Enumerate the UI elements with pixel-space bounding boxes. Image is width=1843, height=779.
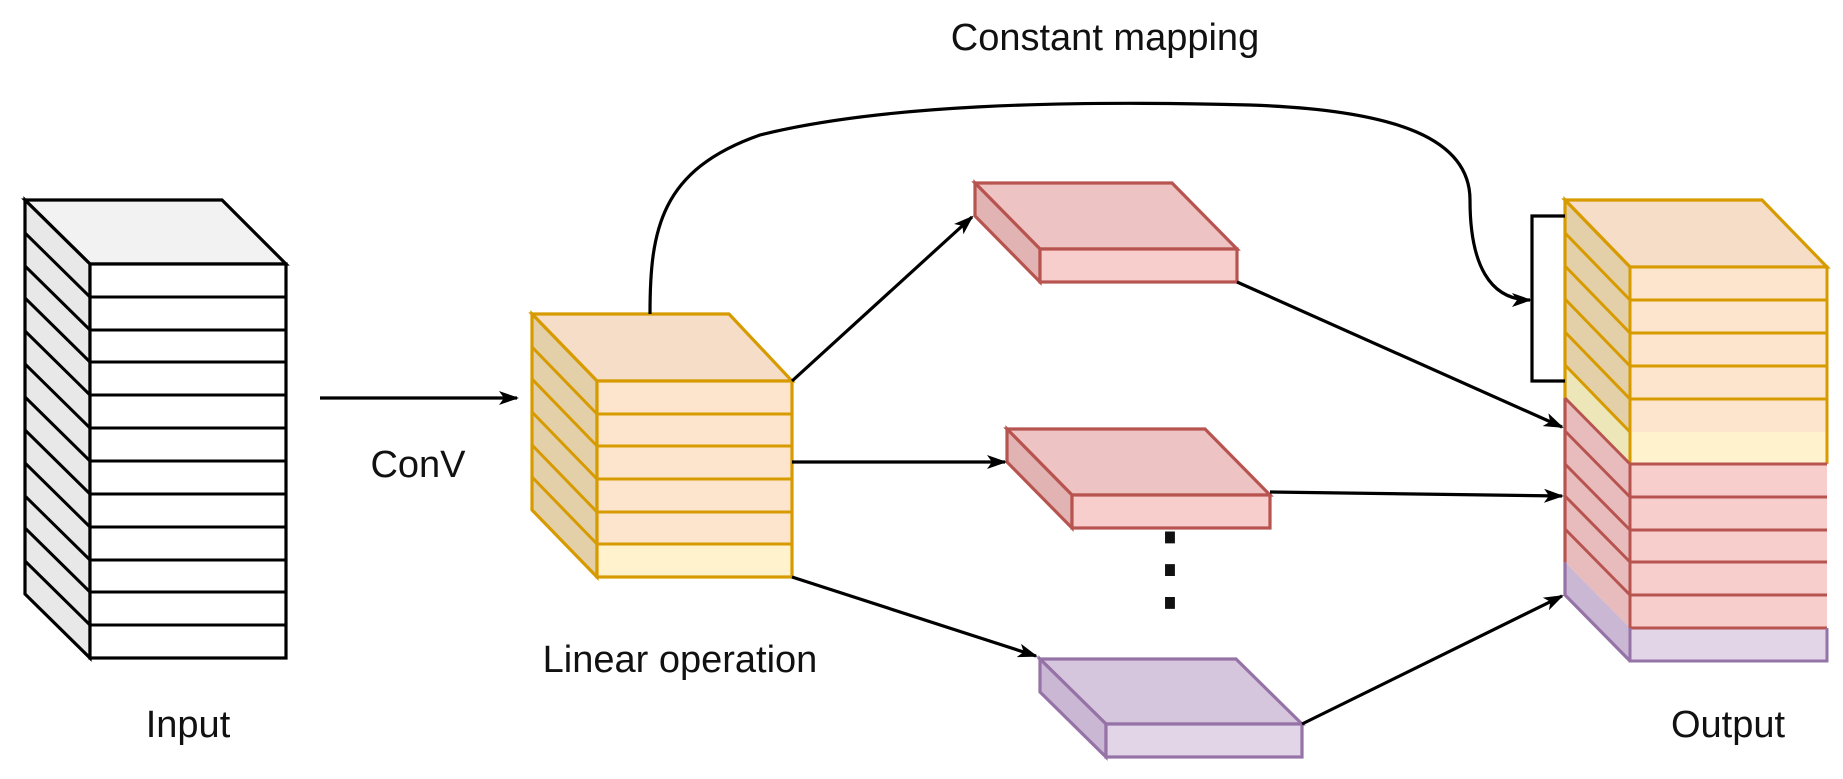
constant-mapping-label: Constant mapping	[951, 17, 1259, 59]
output-feature-stack	[1561, 196, 1831, 663]
linear-operation-label: Linear operation	[543, 639, 818, 681]
ghost-feature-slab-1	[971, 179, 1241, 286]
edges	[320, 101, 1565, 726]
arrow-ghost-1-to-output	[1236, 280, 1564, 429]
constant-mapping-arrow	[648, 101, 1532, 315]
intrinsic-feature-stack	[528, 310, 796, 581]
input-feature-stack	[21, 196, 290, 662]
output-bracket	[1530, 214, 1565, 383]
ellipsis-dots: ⋮	[1122, 511, 1218, 623]
ghost-feature-slab-n	[1036, 655, 1306, 761]
arrow-ghost-2-to-output	[1269, 488, 1564, 503]
arrow-to-ghost-n	[791, 575, 1038, 658]
ghost-feature-slab-2	[1003, 425, 1274, 532]
arrow-to-ghost-1	[790, 215, 974, 383]
output-label: Output	[1671, 704, 1786, 746]
arrow-ghost-n-to-output	[1301, 594, 1564, 726]
input-label: Input	[146, 704, 231, 746]
conv-label: ConV	[370, 444, 466, 486]
